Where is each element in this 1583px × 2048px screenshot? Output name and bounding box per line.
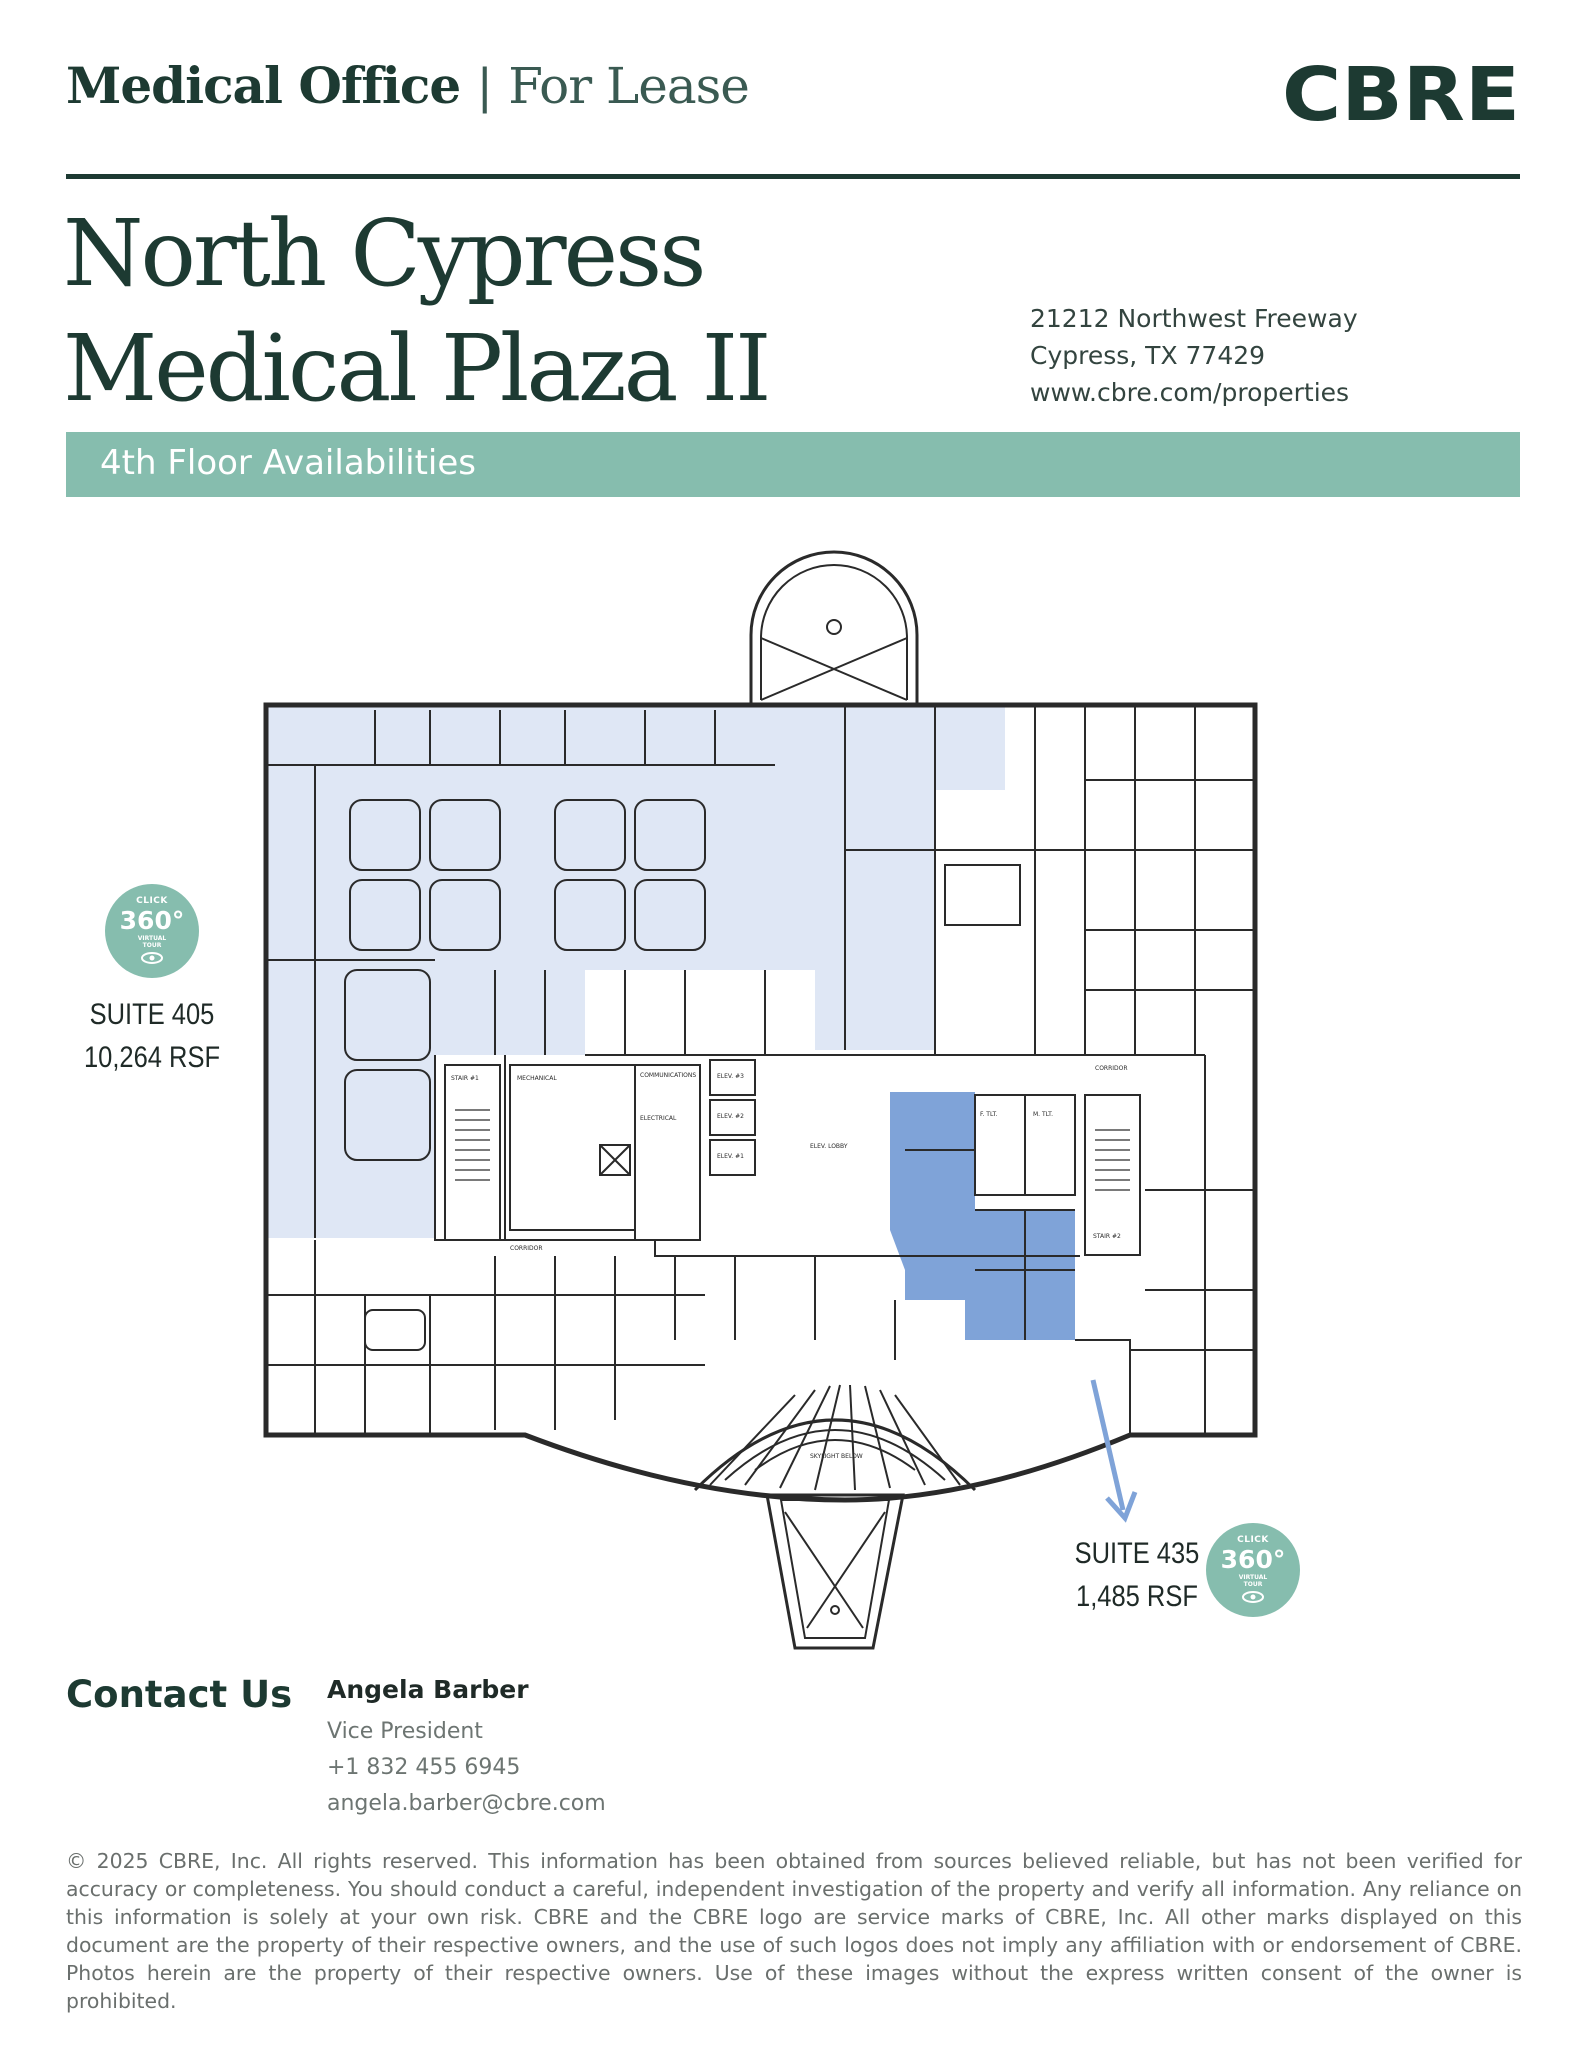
cbre-logo: CBRE <box>1282 60 1520 126</box>
badge-click-label: CLICK <box>136 896 168 906</box>
title-line-2: Medical Plaza II <box>63 315 771 422</box>
contact-email[interactable]: angela.barber@cbre.com <box>327 1791 606 1816</box>
room-label: ELEV. #2 <box>717 1113 744 1120</box>
lease-label: For Lease <box>508 57 750 115</box>
room-label: SKYLIGHT BELOW <box>810 1453 863 1460</box>
room-label: MECHANICAL <box>517 1075 557 1082</box>
room-label: ELEV. #3 <box>717 1073 744 1080</box>
suite-435-area[interactable] <box>890 1092 1075 1340</box>
address-street: 21212 Northwest Freeway <box>1030 304 1358 333</box>
floor-plan: STAIR #1 MECHANICAL COMMUNICATIONS ELECT… <box>263 550 1258 1650</box>
contact-name: Angela Barber <box>327 1675 529 1704</box>
room-label: CORRIDOR <box>1095 1065 1128 1072</box>
suite-405-area[interactable] <box>266 706 1005 1238</box>
suite-area: 10,264 RSF <box>83 1041 221 1074</box>
room-label: ELECTRICAL <box>640 1115 677 1122</box>
suite-435-label: SUITE 435 1,485 RSF <box>1065 1532 1210 1618</box>
room-label: M. TLT. <box>1033 1111 1053 1118</box>
room-label: ELEV. #1 <box>717 1153 744 1160</box>
room-label: COMMUNICATIONS <box>640 1072 696 1079</box>
suite-name: SUITE 405 <box>89 998 215 1031</box>
floor-banner-label: 4th Floor Availabilities <box>100 443 476 483</box>
document-kicker: Medical Office | For Lease <box>66 56 750 115</box>
room-label: F. TLT. <box>980 1111 997 1118</box>
category-label: Medical Office <box>66 56 461 115</box>
badge-360-label: 360° <box>119 906 185 935</box>
contact-phone[interactable]: +1 832 455 6945 <box>327 1755 521 1780</box>
logo-text: CBRE <box>1282 60 1520 126</box>
room-label: STAIR #1 <box>451 1075 479 1082</box>
property-title: North Cypress Medical Plaza II <box>63 196 771 426</box>
room-label: ELEV. LOBBY <box>810 1143 848 1150</box>
suite-405-label: SUITE 405 10,264 RSF <box>76 993 229 1079</box>
badge-click-label: CLICK <box>1237 1535 1269 1545</box>
header-rule <box>66 174 1520 179</box>
floor-banner: 4th Floor Availabilities <box>66 432 1520 497</box>
property-address: 21212 Northwest Freeway Cypress, TX 7742… <box>1030 300 1358 411</box>
address-city: Cypress, TX 77429 <box>1030 341 1266 370</box>
suite-area: 1,485 RSF <box>1076 1580 1198 1613</box>
title-line-1: North Cypress <box>63 200 706 307</box>
tour-eye-icon <box>1242 1591 1264 1603</box>
badge-360-label: 360° <box>1220 1545 1286 1574</box>
suite-name: SUITE 435 <box>1074 1537 1200 1570</box>
contact-title: Vice President <box>327 1719 483 1744</box>
suite-435-arrow <box>1090 1379 1138 1523</box>
legal-disclaimer: © 2025 CBRE, Inc. All rights reserved. T… <box>66 1849 1522 2013</box>
room-label: STAIR #2 <box>1093 1233 1121 1240</box>
room-label: CORRIDOR <box>510 1245 543 1252</box>
tour-eye-icon <box>141 952 163 964</box>
website-link[interactable]: www.cbre.com/properties <box>1030 378 1350 407</box>
kicker-separator: | <box>478 58 491 114</box>
contact-heading: Contact Us <box>66 1673 293 1716</box>
